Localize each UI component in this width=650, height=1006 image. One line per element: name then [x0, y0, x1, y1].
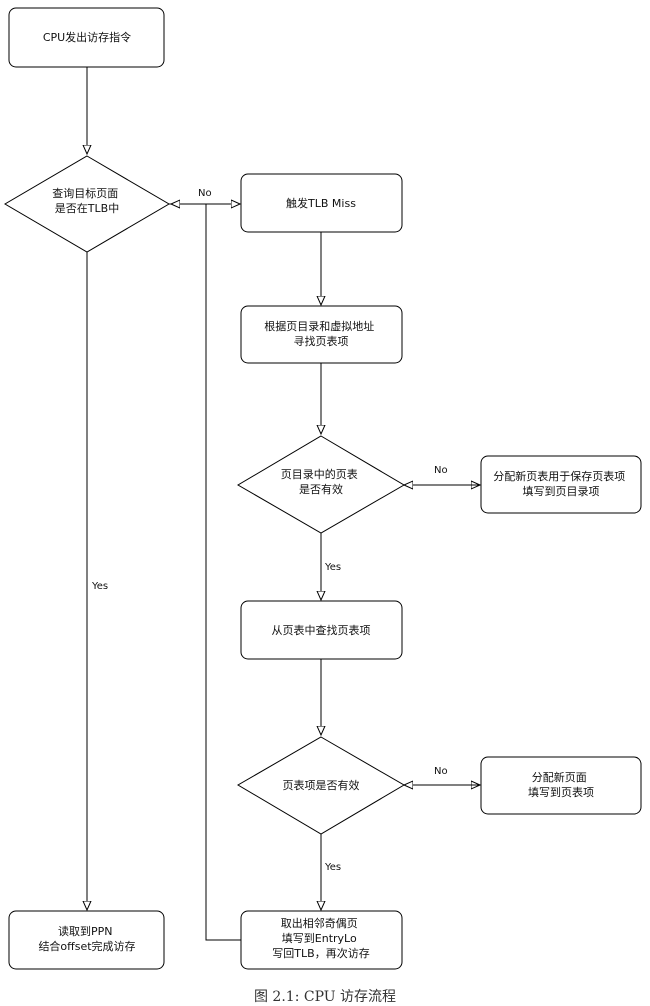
fetch-pair-line1: 取出相邻奇偶页 [281, 916, 358, 930]
read-ppn-line2: 结合offset完成访存 [38, 939, 135, 953]
tlb-miss-line: 触发TLB Miss [286, 196, 356, 210]
node-alloc-table [480, 455, 642, 514]
pte-valid-line: 页表项是否有效 [283, 778, 360, 792]
query-tlb-line1: 查询目标页面 [52, 186, 118, 200]
dir-valid-text: 页目录中的页表 是否有效 [281, 467, 362, 496]
alloc-table-line1: 分配新页表用于保存页表项 [493, 469, 625, 483]
lookup-pte-text: 从页表中查找页表项 [272, 623, 371, 637]
node-tlb-miss [240, 173, 403, 233]
fetch-pair-line2: 填写到EntryLo [282, 931, 357, 945]
read-ppn-text: 读取到PPN 结合offset完成访存 [38, 924, 135, 953]
edge-label-yes-dir: Yes [324, 562, 341, 573]
node-fetch-pair [240, 910, 403, 970]
find-pte-line1: 根据页目录和虚拟地址 [264, 319, 374, 333]
node-read-ppn [8, 910, 165, 970]
node-cpu-issue [8, 7, 165, 68]
pte-valid-text: 页表项是否有效 [283, 778, 360, 792]
edge-fetch-loop-back [171, 204, 241, 941]
node-alloc-page [480, 756, 642, 815]
node-dir-valid [237, 435, 405, 534]
cpu-issue-line: CPU发出访存指令 [43, 30, 131, 44]
node-query-tlb [4, 155, 170, 253]
node-lookup-pte [240, 600, 403, 660]
dir-valid-line2: 是否有效 [299, 482, 343, 496]
read-ppn-line1: 读取到PPN [58, 924, 113, 938]
alloc-page-line1: 分配新页面 [532, 770, 587, 784]
alloc-page-text: 分配新页面 填写到页表项 [528, 770, 594, 799]
figure-caption: 图 2.1: CPU 访存流程 [253, 989, 397, 1005]
query-tlb-text: 查询目标页面 是否在TLB中 [52, 186, 122, 215]
lookup-pte-line: 从页表中查找页表项 [272, 623, 371, 637]
edge-label-yes-pte: Yes [324, 862, 341, 873]
edge-label-yes-tlb: Yes [91, 581, 108, 592]
edge-label-no-dir: No [434, 465, 448, 476]
find-pte-line2: 寻找页表项 [294, 334, 349, 348]
fetch-pair-line3: 写回TLB，再次访存 [272, 946, 369, 960]
tlb-miss-text: 触发TLB Miss [286, 196, 356, 210]
query-tlb-line2: 是否在TLB中 [55, 202, 119, 215]
dir-valid-line1: 页目录中的页表 [281, 467, 358, 481]
node-find-pte [240, 305, 403, 364]
find-pte-text: 根据页目录和虚拟地址 寻找页表项 [264, 319, 378, 348]
alloc-table-line2: 填写到页目录项 [523, 484, 600, 498]
edge-label-no-tlb: No [198, 188, 212, 199]
edge-label-no-pte: No [434, 766, 448, 777]
node-pte-valid [237, 736, 405, 835]
fetch-pair-text: 取出相邻奇偶页 填写到EntryLo 写回TLB，再次访存 [272, 916, 369, 960]
alloc-table-text: 分配新页表用于保存页表项 填写到页目录项 [493, 469, 629, 498]
alloc-page-line2: 填写到页表项 [528, 785, 594, 799]
cpu-issue-text: CPU发出访存指令 [43, 30, 131, 44]
